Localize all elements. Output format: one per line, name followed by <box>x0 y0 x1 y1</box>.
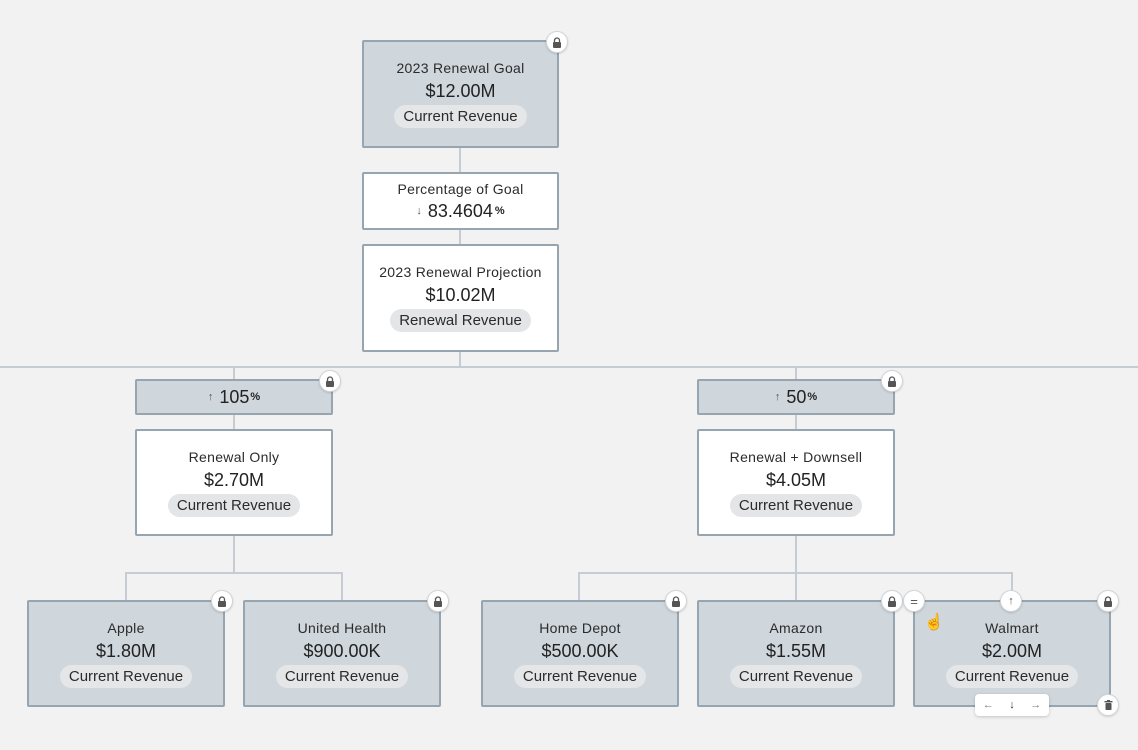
arrow-left-icon[interactable]: ← <box>982 699 994 711</box>
metric-chip[interactable]: Current Revenue <box>945 664 1079 688</box>
leaf-card-walmart[interactable]: Walmart $2.00M Current Revenue <box>913 600 1111 707</box>
connector <box>795 535 797 601</box>
connector <box>578 572 580 601</box>
equals-button[interactable]: = <box>903 590 925 612</box>
arrow-up-icon: ↑ <box>1008 595 1014 607</box>
card-value: $4.05M <box>765 469 827 490</box>
card-title: Amazon <box>769 619 823 636</box>
hand-pointer-icon: ☝ <box>924 614 944 631</box>
percentage-value: ↓ 83.4604 % <box>416 201 504 222</box>
lock-button[interactable] <box>211 590 233 612</box>
arrow-down-icon[interactable]: ↓ <box>1009 699 1015 711</box>
lock-icon <box>1104 595 1112 607</box>
lock-icon <box>888 375 896 387</box>
arrow-right-icon[interactable]: → <box>1030 699 1042 711</box>
value-unit: % <box>250 391 261 403</box>
leaf-card-apple[interactable]: Apple $1.80M Current Revenue <box>27 600 225 707</box>
left-percentage-card[interactable]: ↑ 105 % <box>135 379 333 415</box>
percentage-of-goal-card[interactable]: Percentage of Goal ↓ 83.4604 % <box>362 172 559 230</box>
connector <box>795 414 797 430</box>
lock-icon <box>434 595 442 607</box>
card-value: $2.00M <box>981 640 1043 661</box>
card-value: $900.00K <box>303 640 381 661</box>
card-title: Percentage of Goal <box>397 180 524 197</box>
lock-button[interactable] <box>1097 590 1119 612</box>
card-value: $10.02M <box>425 285 496 305</box>
value-number: 83.4604 <box>427 200 493 221</box>
arrow-up-icon: ↑ <box>774 391 781 403</box>
value-number: 105 <box>219 386 250 407</box>
leaf-card-united-health[interactable]: United Health $900.00K Current Revenue <box>243 600 441 707</box>
card-title: Home Depot <box>539 619 621 636</box>
card-value: $12.00M <box>425 81 496 101</box>
lock-icon <box>553 36 561 48</box>
renewal-goal-card[interactable]: 2023 Renewal Goal $12.00M Current Revenu… <box>362 40 559 148</box>
lock-icon <box>888 595 896 607</box>
delete-button[interactable] <box>1097 694 1119 716</box>
renewal-projection-card[interactable]: 2023 Renewal Projection $10.02M Renewal … <box>362 244 559 352</box>
connector <box>233 366 235 380</box>
right-percentage-card[interactable]: ↑ 50 % <box>697 379 895 415</box>
equals-icon: = <box>910 593 918 609</box>
connector <box>578 572 1013 574</box>
metric-chip[interactable]: Current Revenue <box>729 493 863 517</box>
connector <box>459 229 461 245</box>
connector <box>125 572 127 601</box>
renewal-only-card[interactable]: Renewal Only $2.70M Current Revenue <box>135 429 333 536</box>
connector <box>233 414 235 430</box>
value-unit: % <box>807 391 818 403</box>
metric-chip[interactable]: Current Revenue <box>729 664 863 688</box>
connector <box>1011 572 1013 601</box>
metric-chip[interactable]: Current Revenue <box>59 664 193 688</box>
connector <box>341 572 343 601</box>
card-title: Renewal + Downsell <box>729 448 863 465</box>
card-title: Apple <box>107 619 145 636</box>
divider-line <box>0 366 1138 368</box>
card-title: 2023 Renewal Projection <box>379 264 542 280</box>
lock-button[interactable] <box>881 370 903 392</box>
card-title: Walmart <box>985 619 1039 636</box>
connector <box>795 366 797 380</box>
leaf-card-amazon[interactable]: Amazon $1.55M Current Revenue <box>697 600 895 707</box>
node-navigation-toolbar: ← ↓ → <box>975 694 1049 716</box>
connector <box>233 535 235 573</box>
metric-chip[interactable]: Renewal Revenue <box>390 309 531 332</box>
add-parent-button[interactable]: ↑ <box>1000 590 1022 612</box>
card-title: Renewal Only <box>188 448 280 465</box>
card-value: $1.80M <box>95 640 157 661</box>
metric-chip[interactable]: Current Revenue <box>394 105 527 128</box>
connector <box>459 147 461 173</box>
card-value: $2.70M <box>203 469 265 490</box>
renewal-downsell-card[interactable]: Renewal + Downsell $4.05M Current Revenu… <box>697 429 895 536</box>
leaf-card-home-depot[interactable]: Home Depot $500.00K Current Revenue <box>481 600 679 707</box>
lock-icon <box>326 375 334 387</box>
lock-button[interactable] <box>546 31 568 53</box>
lock-button[interactable] <box>319 370 341 392</box>
connector <box>125 572 343 574</box>
trash-icon <box>1104 700 1112 710</box>
card-title: 2023 Renewal Goal <box>396 60 525 76</box>
arrow-up-icon: ↑ <box>207 391 214 403</box>
metric-chip[interactable]: Current Revenue <box>275 664 409 688</box>
card-title: United Health <box>297 619 387 636</box>
lock-icon <box>218 595 226 607</box>
value-unit: % <box>494 205 505 217</box>
metric-chip[interactable]: Current Revenue <box>513 664 647 688</box>
metric-chip[interactable]: Current Revenue <box>167 493 301 517</box>
lock-button[interactable] <box>665 590 687 612</box>
lock-button[interactable] <box>881 590 903 612</box>
card-value: $500.00K <box>541 640 619 661</box>
connector <box>459 351 461 367</box>
lock-icon <box>672 595 680 607</box>
card-value: $1.55M <box>765 640 827 661</box>
value-number: 50 <box>786 386 807 407</box>
arrow-down-icon: ↓ <box>416 205 422 217</box>
lock-button[interactable] <box>427 590 449 612</box>
